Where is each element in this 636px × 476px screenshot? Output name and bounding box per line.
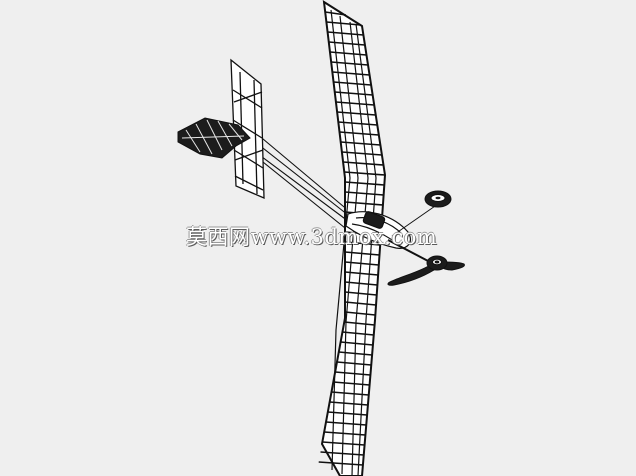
nose-pod [345,203,439,263]
watermark-text: 莫西网www.3dmox.com [186,225,438,249]
wheel [424,190,452,208]
vertical-tail-frame [230,58,265,199]
horizontal-stabilizer [177,117,251,159]
main-wing [318,0,387,476]
propeller [387,255,465,286]
